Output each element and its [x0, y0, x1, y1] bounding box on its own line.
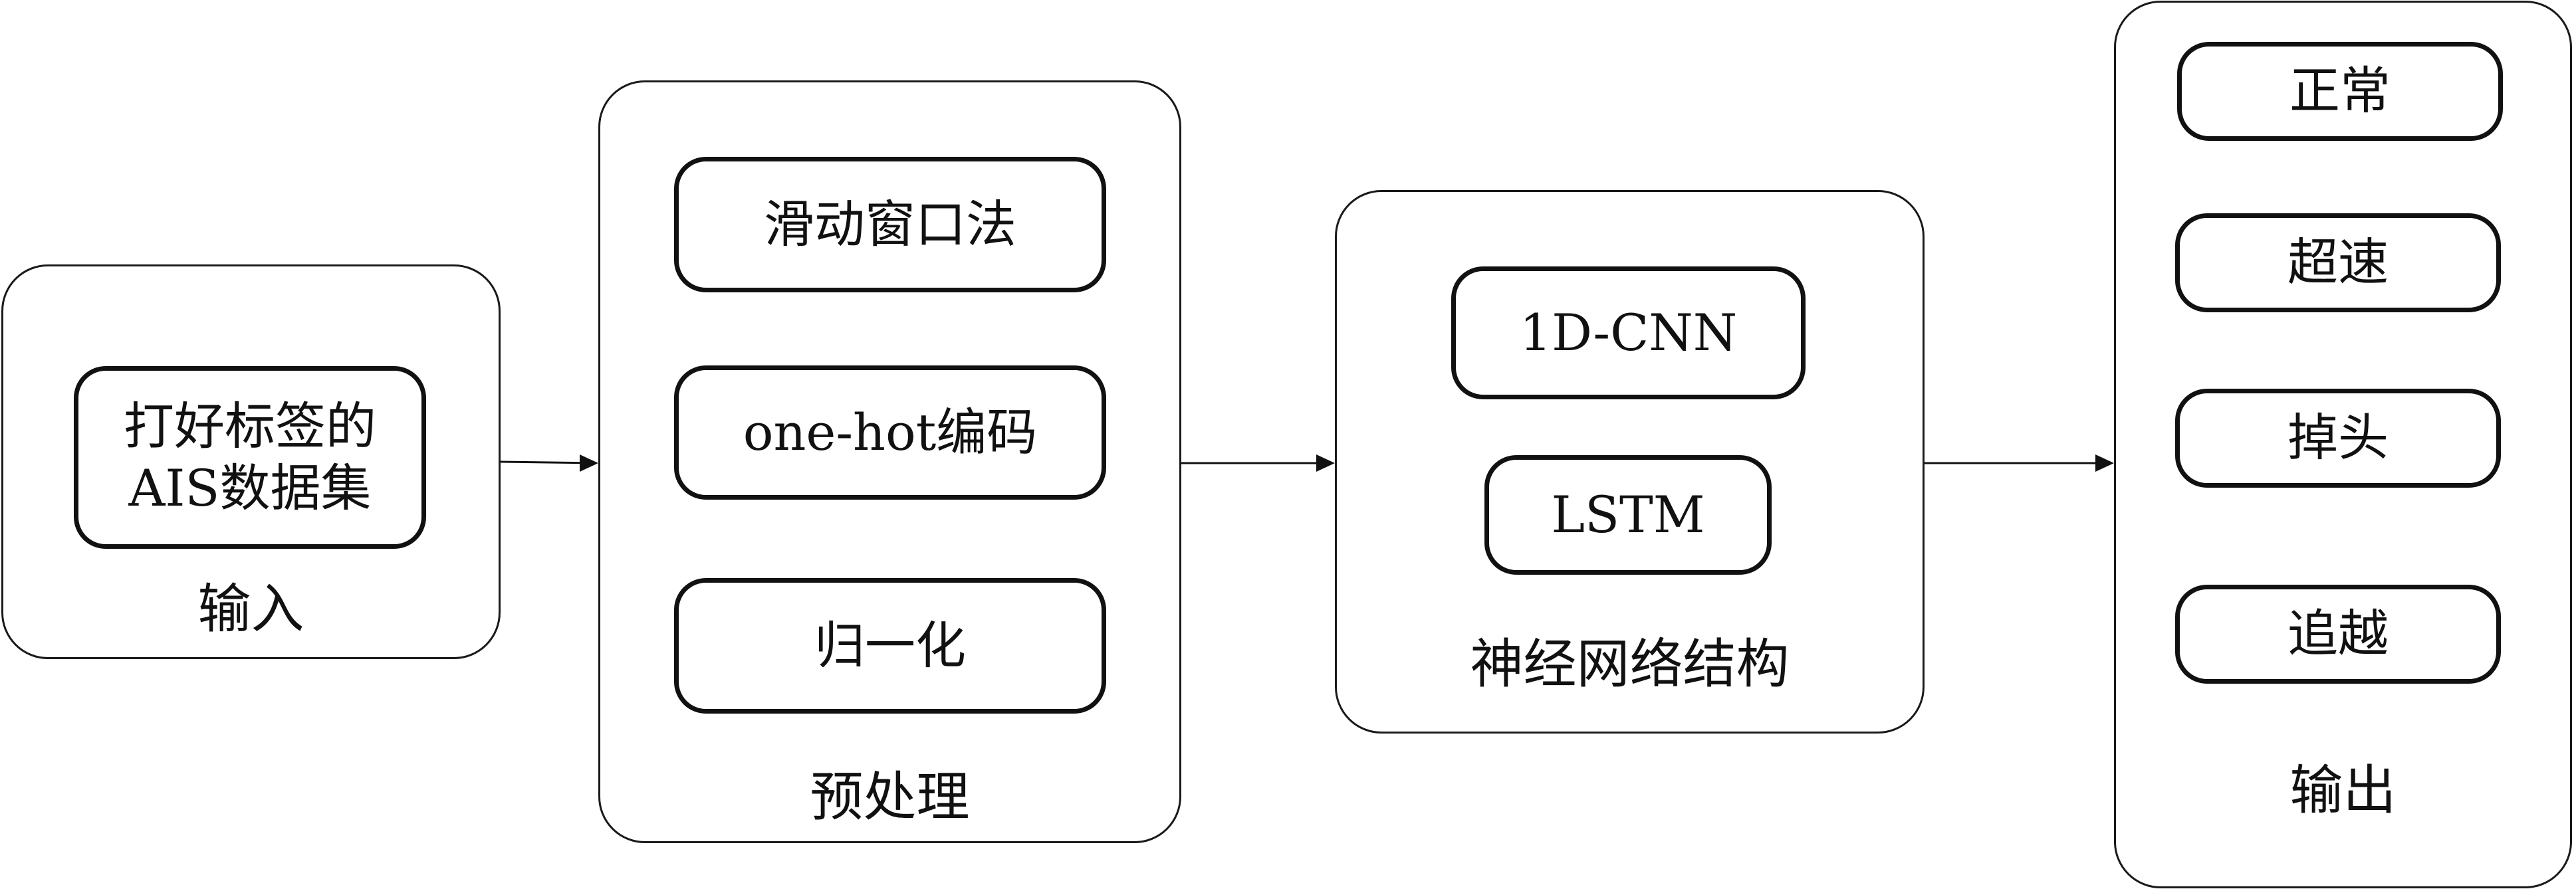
preprocess-caption: 预处理: [810, 766, 970, 828]
cnn-1d-box: 1D-CNN: [1451, 266, 1806, 399]
output-u-turn-box: 掉头: [2175, 389, 2501, 488]
network-caption: 神经网络结构: [1470, 633, 1790, 695]
input-box-line2: AIS数据集: [128, 458, 372, 518]
labeled-ais-dataset-box: 打好标签的 AIS数据集: [74, 366, 426, 549]
normalization-box: 归一化: [674, 578, 1106, 714]
input-box-line1: 打好标签的: [124, 396, 376, 456]
arrow-network-to-output: [1925, 454, 2114, 472]
output-caption: 输出: [2289, 759, 2397, 821]
arrow-preprocess-to-network: [1181, 454, 1335, 472]
input-caption: 输入: [197, 578, 304, 640]
output-overtaking-box: 追越: [2175, 585, 2501, 684]
output-normal-box: 正常: [2177, 42, 2503, 141]
one-hot-encoding-box: one-hot编码: [674, 365, 1106, 500]
output-overspeed-box: 超速: [2175, 213, 2501, 312]
arrow-input-to-preprocess: [500, 454, 598, 472]
sliding-window-box: 滑动窗口法: [674, 157, 1106, 292]
lstm-box: LSTM: [1484, 455, 1772, 575]
